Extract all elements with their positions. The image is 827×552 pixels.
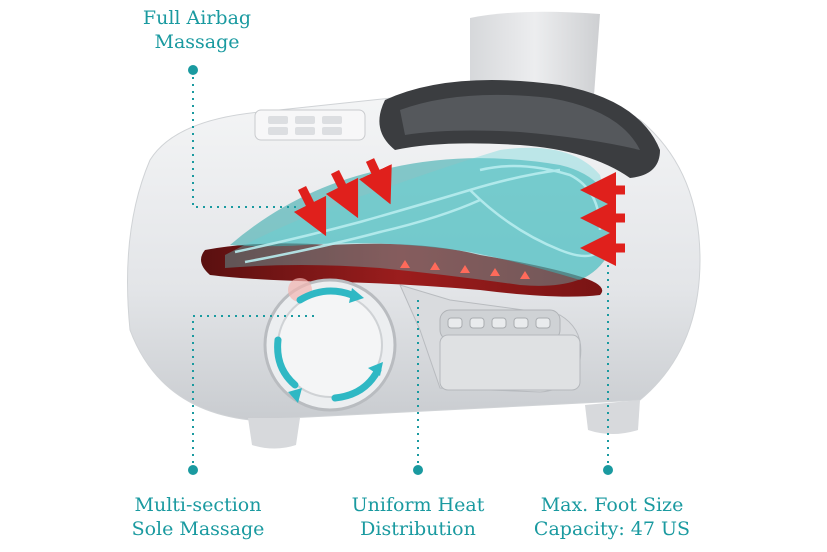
- callout-multi-section-sole-massage: Multi-section Sole Massage: [118, 493, 278, 541]
- rotation-arrow-icon: [288, 288, 383, 403]
- device-foot-left: [248, 418, 300, 449]
- pressure-arrow-icon: [293, 158, 392, 237]
- callout-size-line1: Max. Foot Size: [540, 494, 684, 516]
- roller-mechanism: [399, 284, 582, 393]
- callout-sole-line2: Sole Massage: [131, 518, 265, 540]
- device-foot-right: [585, 400, 640, 434]
- callout-full-airbag-massage: Full Airbag Massage: [122, 6, 272, 54]
- callout-size-line2: Capacity: 47 US: [533, 518, 691, 540]
- sole-roller: [263, 278, 397, 412]
- pressure-arrow-icon: [580, 172, 625, 266]
- callout-max-foot-size-capacity: Max. Foot Size Capacity: 47 US: [527, 493, 697, 541]
- callout-uniform-heat-distribution: Uniform Heat Distribution: [343, 493, 493, 541]
- heat-arrow-icon: [400, 260, 530, 279]
- callout-airbag-line2: Massage: [154, 31, 240, 53]
- callout-airbag-line1: Full Airbag: [142, 7, 252, 29]
- foot-outline: [225, 147, 606, 286]
- leader-dots: [188, 65, 613, 475]
- callout-heat-line1: Uniform Heat: [351, 494, 485, 516]
- control-panel: [254, 109, 366, 141]
- rotation-arrow-icon: [274, 287, 382, 402]
- heat-zone: [201, 243, 603, 297]
- leader-lines: [192, 70, 609, 470]
- callout-sole-line1: Multi-section: [134, 494, 262, 516]
- callout-heat-line2: Distribution: [360, 518, 476, 540]
